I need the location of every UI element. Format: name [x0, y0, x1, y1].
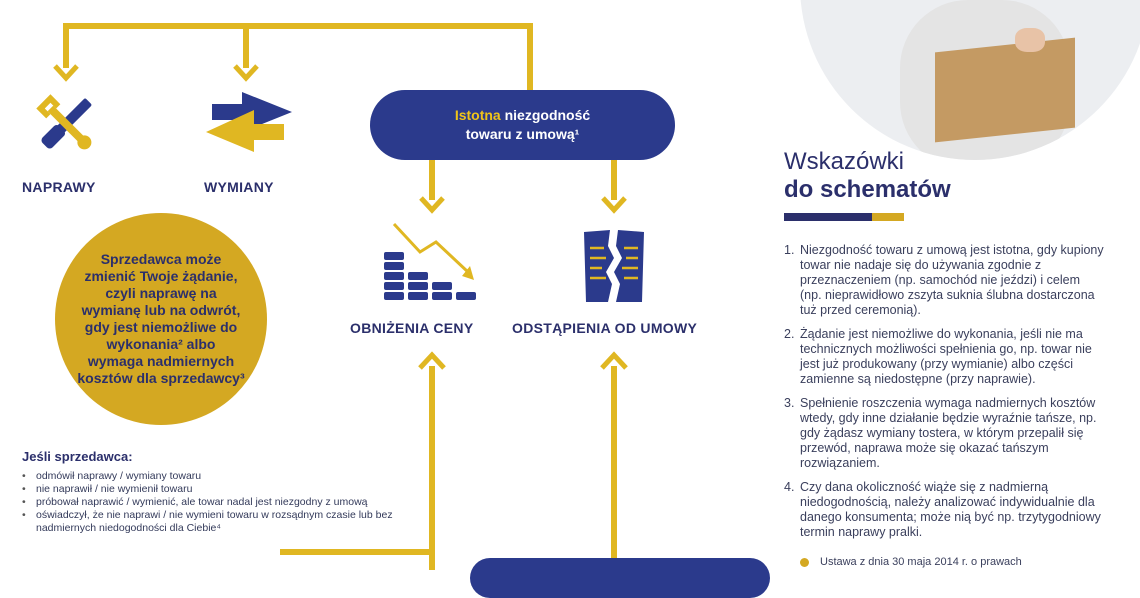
arrow-down-withdrawal: [601, 196, 627, 214]
seller-note-text: Sprzedawca może zmienić Twoje żądanie, c…: [77, 251, 245, 386]
material-defect-highlight: Istotna: [454, 107, 501, 123]
if-seller-title: Jeśli sprzedawca:: [22, 449, 133, 464]
arrow-down-exchanges: [233, 64, 259, 82]
list-item: próbował naprawić / wymienić, ale towar …: [22, 496, 422, 509]
exchanges-label: WYMIANY: [204, 179, 274, 195]
top-connector-line: [63, 23, 533, 92]
person-hand: [1015, 28, 1045, 52]
arrow-up-withdrawal: [600, 351, 628, 370]
hints-underline-accent: [872, 213, 904, 221]
list-item: oświadczył, że nie naprawi / nie wymieni…: [22, 509, 422, 535]
note-item: 4.Czy dana okoliczność wiąże się z nadmi…: [784, 480, 1101, 539]
seller-note-circle: Sprzedawca może zmienić Twoje żądanie, c…: [55, 213, 267, 425]
arrow-down-repairs: [53, 64, 79, 82]
wrench-screwdriver-icon: [36, 94, 92, 150]
exchange-arrows-icon: [206, 92, 292, 152]
footnote-text: Ustawa z dnia 30 maja 2014 r. o prawach: [820, 556, 1022, 568]
hints-underline: [784, 213, 872, 221]
note-item: 1.Niezgodność towaru z umową jest istotn…: [784, 243, 1104, 317]
person-with-box-photo: [800, 0, 1140, 160]
withdrawal-label: ODSTĄPIENIA OD UMOWY: [512, 320, 698, 336]
bottom-pill-partial: [470, 558, 770, 598]
hints-title-line2: do schematów: [784, 176, 951, 203]
material-defect-line2: towaru z umową¹: [465, 126, 580, 142]
note-item: 3.Spełnienie roszczenia wymaga nadmierny…: [784, 396, 1097, 470]
price-drop-coins-icon: [384, 222, 476, 300]
cardboard-box: [935, 37, 1075, 143]
arrow-down-price: [419, 196, 445, 214]
note-item: 2.Żądanie jest niemożliwe do wykonania, …: [784, 327, 1092, 386]
arrow-up-price: [418, 351, 446, 370]
list-item: odmówił naprawy / wymiany towaru: [22, 470, 422, 483]
list-item: nie naprawił / nie wymienił towaru: [22, 483, 422, 496]
footnote-bullet-icon: [800, 558, 809, 567]
flow-connectors: [53, 23, 628, 570]
repairs-label: NAPRAWY: [22, 179, 96, 195]
material-defect-text: niezgodność: [504, 107, 591, 123]
hints-title-line1: Wskazówki: [784, 148, 905, 175]
material-defect-pill: Istotna niezgodność towaru z umową¹: [370, 90, 675, 160]
if-seller-list: odmówił naprawy / wymiany towaru nie nap…: [22, 470, 422, 535]
hints-notes: 1.Niezgodność towaru z umową jest istotn…: [784, 243, 1104, 549]
price-reduction-label: OBNIŻENIA CENY: [350, 320, 474, 336]
torn-contract-icon: [584, 230, 644, 302]
